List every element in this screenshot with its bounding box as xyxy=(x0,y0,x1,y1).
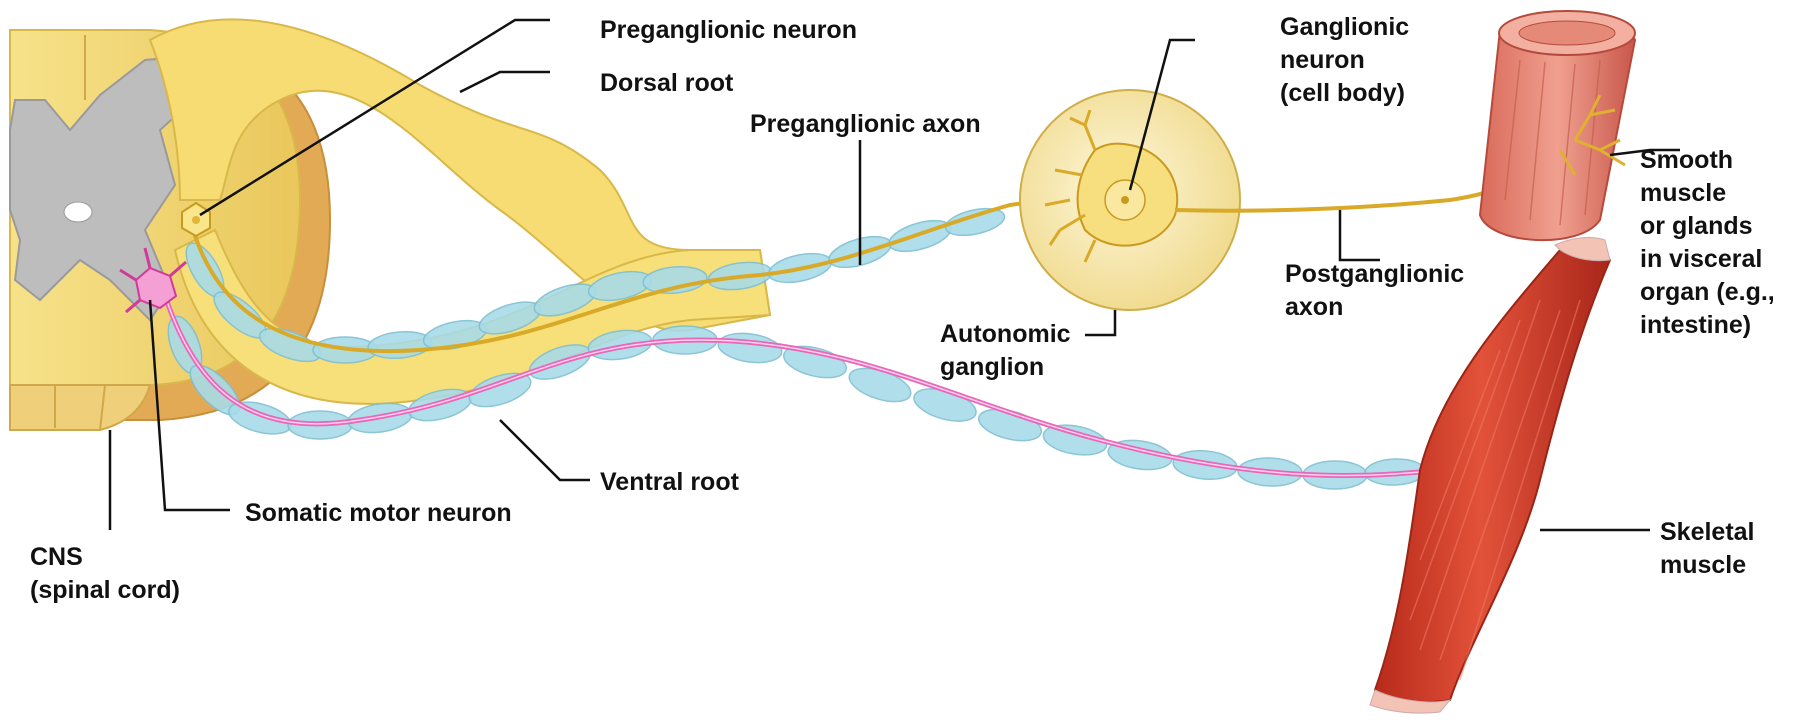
spinal-cord-segments xyxy=(10,385,150,430)
leader-ventral-root xyxy=(500,420,590,480)
label-postganglionic-axon: Postganglionic axon xyxy=(1285,260,1471,321)
myelin-segment xyxy=(886,215,955,258)
label-skeletal-muscle: Skeletal muscle xyxy=(1660,518,1761,579)
label-somatic-motor-neuron: Somatic motor neuron xyxy=(245,499,512,527)
label-dorsal-root: Dorsal root xyxy=(600,69,734,97)
label-cns: CNS (spinal cord) xyxy=(30,543,180,604)
label-preganglionic-axon: Preganglionic axon xyxy=(750,110,981,138)
smooth-muscle xyxy=(1480,11,1635,240)
leader-dorsal-root xyxy=(460,72,550,92)
label-smooth-muscle: Smooth muscle or glands in visceral orga… xyxy=(1640,146,1782,339)
myelin-segment xyxy=(716,330,783,367)
label-autonomic-ganglion: Autonomic ganglion xyxy=(940,320,1078,381)
central-canal xyxy=(64,202,92,222)
label-ganglionic-neuron: Ganglionic neuron (cell body) xyxy=(1280,13,1416,107)
label-preganglionic-neuron: Preganglionic neuron xyxy=(600,16,857,44)
leader-postganglionic-axon xyxy=(1340,210,1380,260)
leader-autonomic-ganglion xyxy=(1085,310,1115,335)
label-ventral-root: Ventral root xyxy=(600,468,740,496)
